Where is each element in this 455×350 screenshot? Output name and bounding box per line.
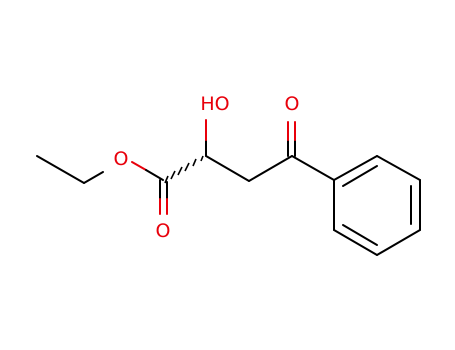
hashed-wedge-bond <box>164 155 204 184</box>
bond-o-c-red <box>131 161 147 171</box>
ring-bond-4 <box>376 229 421 256</box>
carbonyl-oxygen-label: O <box>156 220 171 242</box>
hash-3 <box>177 166 183 176</box>
hash-6 <box>200 155 204 162</box>
hash-5 <box>192 158 197 167</box>
phenyl-ring <box>333 155 421 256</box>
hash-2 <box>170 170 176 180</box>
ester-oxygen-label: O <box>114 148 129 170</box>
ring-bond-1 <box>333 155 378 181</box>
hydroxyl-label: HO <box>200 93 229 115</box>
bond-ch3-ch2 <box>36 155 85 184</box>
bond-ch2-ketone-c <box>248 155 293 182</box>
ketone-double-bond <box>287 121 296 157</box>
bond-ketone-phenyl <box>291 155 335 181</box>
bond-chiral-ch2 <box>205 155 250 182</box>
ring-bond-2 <box>376 155 421 181</box>
hash-1 <box>164 175 169 184</box>
ring-bond-5 <box>333 229 378 256</box>
bond-ch2-o <box>83 171 104 184</box>
ketone-oxygen-label: O <box>285 93 300 115</box>
ring-inner-bond-1 <box>342 165 378 187</box>
ester-carbonyl-double-bond <box>159 179 168 215</box>
ring-inner-bond-3 <box>342 224 378 246</box>
hash-4 <box>184 162 190 172</box>
backbone-bonds <box>205 155 293 182</box>
ester-single-bond <box>131 161 164 181</box>
ethyl-group <box>36 155 104 184</box>
bond-o-c-black <box>145 169 164 181</box>
